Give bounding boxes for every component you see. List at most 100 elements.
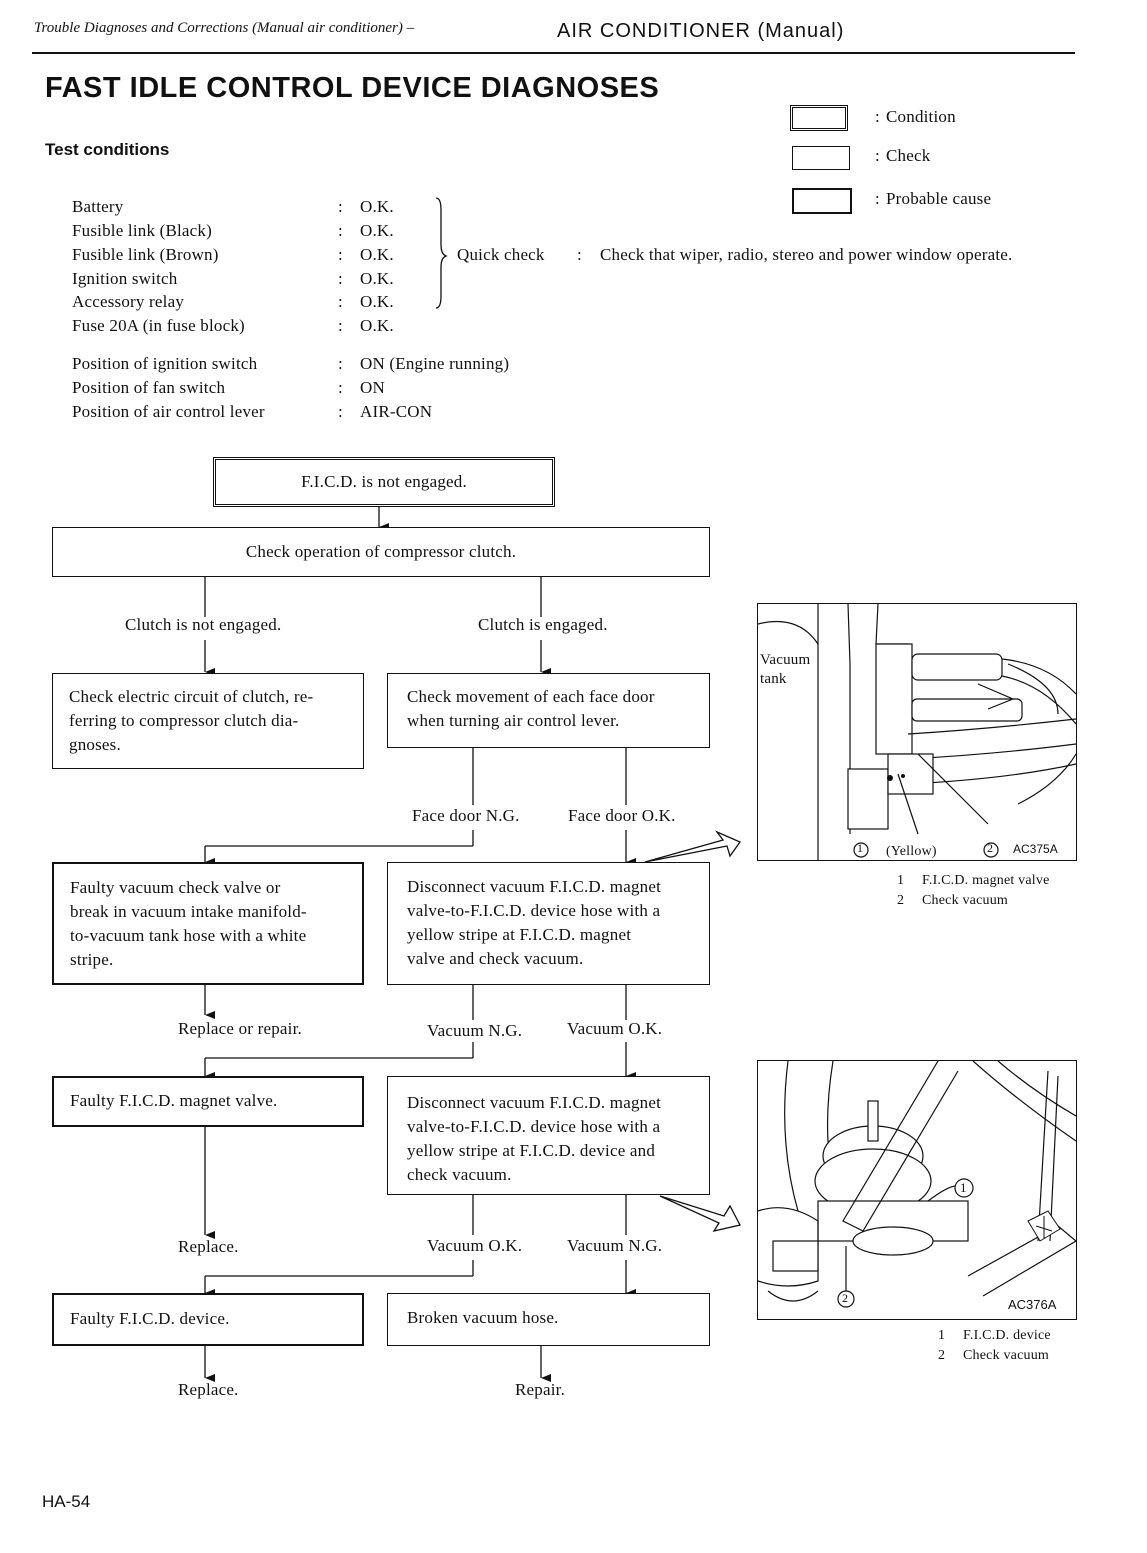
legend-colon: : [875,189,880,208]
label-vacuum: Vacuum [760,652,811,669]
quick-check-colon: : [577,245,582,264]
condition-colon: : [338,245,343,264]
condition-box-start: F.I.C.D. is not engaged. [213,457,555,507]
condition-value: O.K. [360,316,394,335]
figure-code: AC376A [1008,1297,1057,1312]
check-box-face-door: Check movement of each face door when tu… [387,673,710,748]
condition-colon: : [338,197,343,216]
branch-label-vacuum-ng: Vacuum N.G. [427,1021,523,1040]
condition-value: O.K. [360,292,394,311]
check-text-line: ferring to compressor clutch dia- [69,711,299,730]
magnet-valve-drawing [758,604,1076,860]
header-rule [32,52,1075,54]
branch-label-face-door-ok: Face door O.K. [568,806,676,825]
condition-value: O.K. [360,197,394,216]
caption-text: F.I.C.D. device [963,1328,1051,1343]
test-conditions-heading: Test conditions [45,140,170,159]
check-text-line: Check movement of each face door [407,687,655,706]
ficd-device-drawing [758,1061,1076,1308]
check-box-disconnect-device: Disconnect vacuum F.I.C.D. magnet valve-… [387,1076,710,1195]
caption-text: Check vacuum [922,893,1008,908]
check-text-line: valve-to-F.I.C.D. device hose with a [407,1117,661,1136]
caption-number: 2 [938,1348,946,1363]
check-text-line: Check electric circuit of clutch, re- [69,687,314,706]
cause-box-faulty-vacuum: Faulty vacuum check valve or break in va… [52,862,364,985]
cause-box-broken-hose: Broken vacuum hose. [387,1293,710,1346]
header-section-title: Trouble Diagnoses and Corrections (Manua… [34,20,415,36]
quick-check-text: Check that wiper, radio, stereo and powe… [600,245,1013,264]
condition-colon: : [338,221,343,240]
callout-1: 1 [857,841,864,855]
condition-value: O.K. [360,269,394,288]
check-box-disconnect-magnet: Disconnect vacuum F.I.C.D. magnet valve-… [387,862,710,985]
cause-text: Faulty F.I.C.D. device. [70,1309,230,1328]
condition-value: O.K. [360,221,394,240]
legend-check-label: Check [886,146,931,165]
action-repair: Repair. [515,1380,566,1399]
check-text-line: valve-to-F.I.C.D. device hose with a [407,901,661,920]
label-yellow: (Yellow) [886,844,937,860]
legend-probable-cause-label: Probable cause [886,189,992,208]
condition-label: Battery [72,197,124,216]
page-title: FAST IDLE CONTROL DEVICE DIAGNOSES [45,72,660,104]
condition-colon: : [338,292,343,311]
quick-check-label: Quick check [457,245,545,264]
check-text-line: Disconnect vacuum F.I.C.D. magnet [407,877,662,896]
caption-text: F.I.C.D. magnet valve [922,873,1050,888]
condition-colon: : [338,316,343,335]
check-text-line: yellow stripe at F.I.C.D. device and [407,1141,656,1160]
check-text-line: check vacuum. [407,1165,512,1184]
condition-value: O.K. [360,245,394,264]
illustration-ficd-device: 1 2 AC376A [757,1060,1077,1320]
branch-label-face-door-ng: Face door N.G. [412,806,520,825]
check-text-line: Disconnect vacuum F.I.C.D. magnet [407,1093,662,1112]
legend-probable-cause-symbol [792,188,852,214]
action-replace-or-repair: Replace or repair. [178,1019,302,1038]
cause-text-line: break in vacuum intake manifold- [70,902,307,921]
position-label: Position of ignition switch [72,354,258,373]
position-value: ON [360,378,385,397]
position-label: Position of fan switch [72,378,226,397]
position-label: Position of air control lever [72,402,265,421]
position-colon: : [338,402,343,421]
cause-text: Broken vacuum hose. [407,1308,559,1327]
check-box-electric-circuit: Check electric circuit of clutch, re- fe… [52,673,364,769]
callout-2: 2 [842,1291,849,1305]
legend-condition-symbol [790,105,848,131]
condition-label: Fuse 20A (in fuse block) [72,316,245,335]
position-value: ON (Engine running) [360,354,510,373]
illustration-magnet-valve: Vacuum tank 1 (Yellow) 2 AC375A [757,603,1077,861]
callout-1: 1 [960,1180,967,1195]
action-replace: Replace. [178,1380,239,1399]
check-box-compressor: Check operation of compressor clutch. [52,527,710,577]
label-tank: tank [760,671,787,688]
caption-text: Check vacuum [963,1348,1049,1363]
branch-label-vacuum-ng: Vacuum N.G. [567,1236,663,1255]
check-text-line: gnoses. [69,735,121,754]
cause-text-line: to-vacuum tank hose with a white [70,926,307,945]
check-text-line: yellow stripe at F.I.C.D. magnet [407,925,632,944]
branch-label-vacuum-ok: Vacuum O.K. [427,1236,523,1255]
cause-text-line: Faulty vacuum check valve or [70,878,281,897]
condition-label: Fusible link (Black) [72,221,212,240]
caption-number: 1 [897,873,905,888]
cause-box-faulty-device: Faulty F.I.C.D. device. [52,1293,364,1346]
callout-2: 2 [987,841,994,855]
check-text: Check operation of compressor clutch. [245,542,517,561]
condition-label: Accessory relay [72,292,185,311]
position-colon: : [338,378,343,397]
page-number: HA-54 [42,1492,91,1511]
branch-label-clutch-engaged: Clutch is engaged. [478,615,608,634]
caption-number: 1 [938,1328,946,1343]
branch-label-clutch-not-engaged: Clutch is not engaged. [125,615,282,634]
action-replace: Replace. [178,1237,239,1256]
condition-colon: : [338,269,343,288]
legend-colon: : [875,146,880,165]
cause-text: Faulty F.I.C.D. magnet valve. [70,1091,278,1110]
legend-colon: : [875,107,880,126]
cause-box-faulty-magnet-valve: Faulty F.I.C.D. magnet valve. [52,1076,364,1127]
check-text-line: when turning air control lever. [407,711,620,730]
position-value: AIR-CON [360,402,433,421]
condition-label: Ignition switch [72,269,178,288]
